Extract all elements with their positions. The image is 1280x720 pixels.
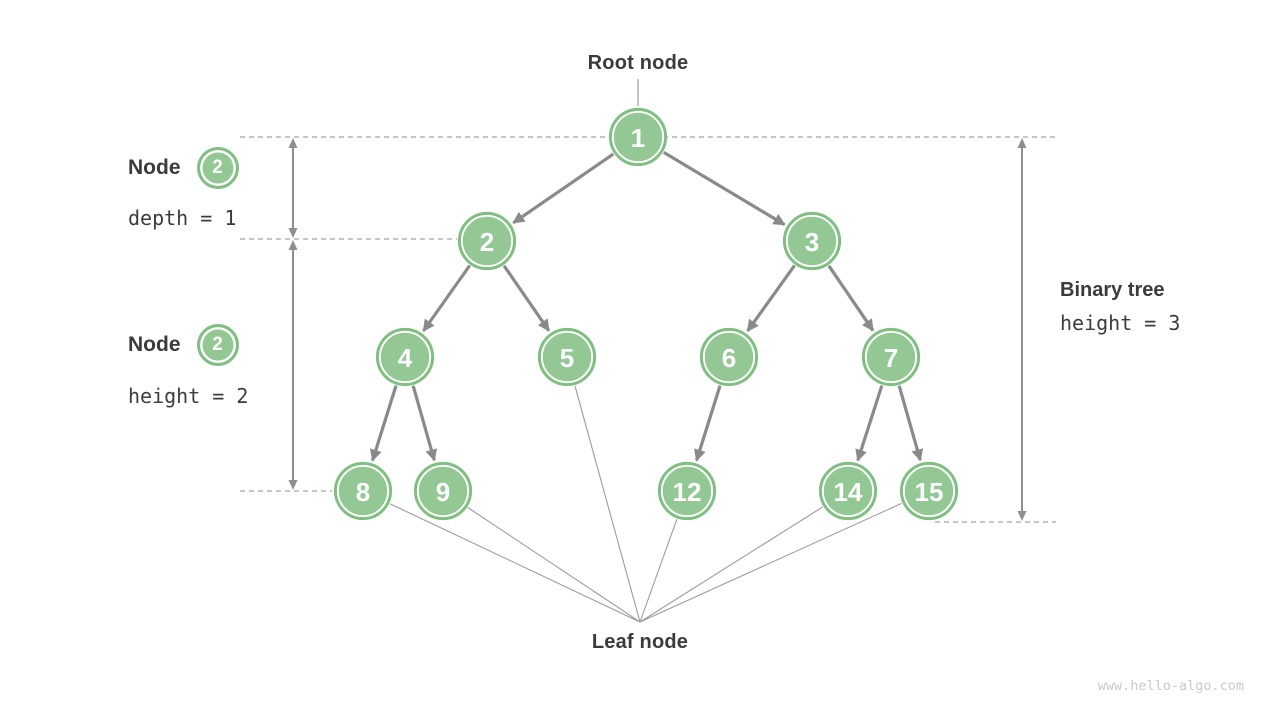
tree-edge xyxy=(897,385,924,462)
tree-node-value: 2 xyxy=(480,227,494,257)
tree-node-3: 3 xyxy=(782,211,842,271)
tree-node-disc xyxy=(460,214,514,268)
tree-node-disc xyxy=(611,110,665,164)
tree-node-ring xyxy=(413,461,473,521)
tree-node-value: 1 xyxy=(631,123,645,153)
binary-tree-annotation: Binary tree height = 3 xyxy=(1060,279,1180,335)
tree-node-value: 3 xyxy=(805,227,819,257)
tree-node-disc xyxy=(702,330,756,384)
tree-node-9: 9 xyxy=(413,461,473,521)
leaf-pointer-line xyxy=(639,506,823,623)
tree-node-ring xyxy=(818,461,878,521)
tree-edge xyxy=(422,264,471,332)
pointer-lines-layer xyxy=(389,79,902,623)
node-depth-annotation: Node 2 xyxy=(128,147,239,189)
leaf-pointer-line xyxy=(639,502,902,623)
tree-node-value: 8 xyxy=(356,477,370,507)
tree-node-ring xyxy=(608,107,668,167)
tree-node-value: 4 xyxy=(398,343,413,373)
tree-height-formula: height = 3 xyxy=(1060,311,1181,335)
node-badge: 2 xyxy=(196,147,239,189)
tree-node-value: 14 xyxy=(834,477,863,507)
node-height-title: Node xyxy=(128,333,181,356)
tree-node-14: 14 xyxy=(818,461,878,521)
tree-edge xyxy=(827,264,875,332)
measure-arrowhead-up-icon xyxy=(288,138,298,148)
tree-node-ring xyxy=(457,211,517,271)
measure-arrowhead-down-icon xyxy=(288,480,298,490)
measure-arrowhead-down-icon xyxy=(1017,511,1027,521)
tree-node-ring xyxy=(537,327,597,387)
tree-node-15: 15 xyxy=(899,461,959,521)
tree-node-ring xyxy=(375,327,435,387)
tree-node-12: 12 xyxy=(657,461,717,521)
measure-arrowhead-up-icon xyxy=(288,240,298,250)
tree-node-disc xyxy=(660,464,714,518)
node-height-formula: height = 2 xyxy=(128,384,249,408)
measure-arrowhead-down-icon xyxy=(288,228,298,238)
watermark: www.hello-algo.com xyxy=(1097,678,1244,694)
binary-tree-title: Binary tree xyxy=(1060,279,1165,301)
tree-node-disc xyxy=(378,330,432,384)
tree-node-8: 8 xyxy=(333,461,393,521)
leaf-pointer-line xyxy=(574,385,641,623)
tree-edge xyxy=(411,385,438,462)
tree-edge xyxy=(370,385,398,462)
tree-node-disc xyxy=(785,214,839,268)
measure-arrows-layer xyxy=(288,138,1027,521)
tree-node-value: 9 xyxy=(436,477,450,507)
tree-node-disc xyxy=(864,330,918,384)
tree-edge xyxy=(746,264,796,332)
tree-edge xyxy=(855,385,884,462)
leaf-pointer-line xyxy=(467,507,641,623)
tree-node-5: 5 xyxy=(537,327,597,387)
tree-edge xyxy=(694,385,722,462)
tree-node-7: 7 xyxy=(861,327,921,387)
node-badge: 2 xyxy=(196,324,239,366)
tree-node-ring xyxy=(657,461,717,521)
tree-node-ring xyxy=(782,211,842,271)
tree-node-value: 15 xyxy=(915,477,944,507)
node-height-annotation: Node 2 xyxy=(128,324,239,366)
tree-node-1: 1 xyxy=(608,107,668,167)
node-depth-title: Node xyxy=(128,156,181,179)
root-node-label: Root node xyxy=(587,52,689,74)
tree-node-disc xyxy=(821,464,875,518)
tree-node-2: 2 xyxy=(457,211,517,271)
measure-arrowhead-up-icon xyxy=(1017,138,1027,148)
tree-node-disc xyxy=(540,330,594,384)
tree-edges-layer xyxy=(370,151,924,462)
tree-node-value: 12 xyxy=(673,477,702,507)
tree-node-disc xyxy=(336,464,390,518)
tree-node-value: 7 xyxy=(884,343,898,373)
tree-node-ring xyxy=(699,327,759,387)
tree-node-ring xyxy=(861,327,921,387)
tree-node-4: 4 xyxy=(375,327,435,387)
leaf-pointer-line xyxy=(639,519,678,623)
tree-edge xyxy=(512,152,615,225)
tree-edge xyxy=(662,151,786,226)
tree-node-disc xyxy=(416,464,470,518)
tree-node-disc xyxy=(902,464,956,518)
tree-node-value: 5 xyxy=(560,343,574,373)
tree-edge xyxy=(502,264,551,332)
tree-node-ring xyxy=(899,461,959,521)
tree-node-6: 6 xyxy=(699,327,759,387)
leaf-node-label: Leaf node xyxy=(591,631,689,653)
depth-formula: depth = 1 xyxy=(128,206,237,230)
tree-node-value: 6 xyxy=(722,343,736,373)
tree-node-ring xyxy=(333,461,393,521)
leaf-pointer-line xyxy=(389,503,641,623)
